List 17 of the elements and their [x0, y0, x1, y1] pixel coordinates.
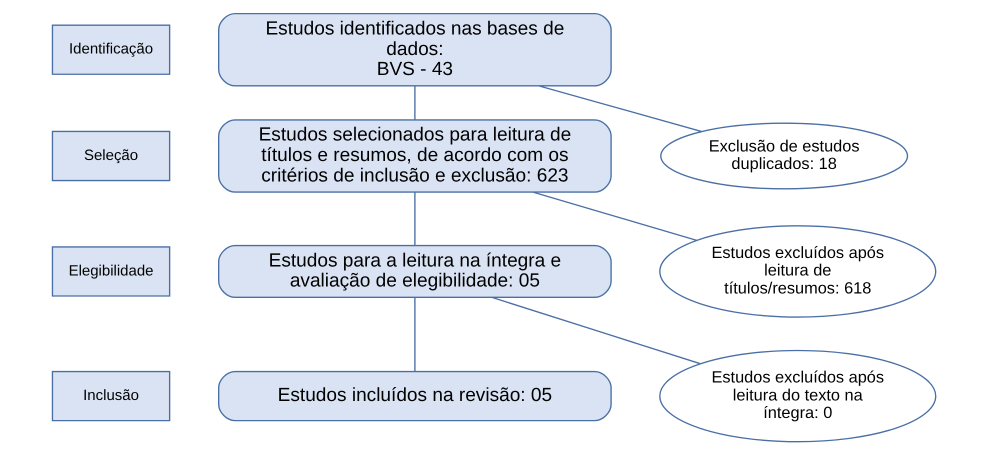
node-ellipse: Estudos excluídos após leitura de títulos/resumos: 618: [659, 225, 936, 318]
node-box: Estudos para a leitura na íntegra e avaliação de elegibilidade: 05: [218, 244, 612, 298]
connector: [414, 298, 416, 372]
connector: [533, 192, 698, 242]
node-ellipse: Exclusão de estudos duplicados: 18: [660, 122, 908, 190]
node-box: Identificação: [52, 24, 170, 75]
node-box: Seleção: [52, 130, 170, 182]
node-box: Estudos incluídos na revisão: 05: [218, 370, 612, 422]
connector: [538, 85, 702, 132]
connector: [414, 192, 416, 246]
node-ellipse: Estudos excluídos após leitura do texto na íntegra: 0: [659, 350, 936, 442]
node-box: Estudos selecionados para leitura de títulos e resumos, de acordo com os critérios de inclusão e exclusão: 623: [218, 119, 612, 193]
connector: [492, 296, 701, 364]
node-box: Inclusão: [52, 370, 170, 422]
node-box: Elegibilidade: [52, 246, 170, 297]
connector: [414, 86, 416, 120]
node-box: Estudos identificados nas bases de dados: BVS - 43: [218, 12, 612, 87]
